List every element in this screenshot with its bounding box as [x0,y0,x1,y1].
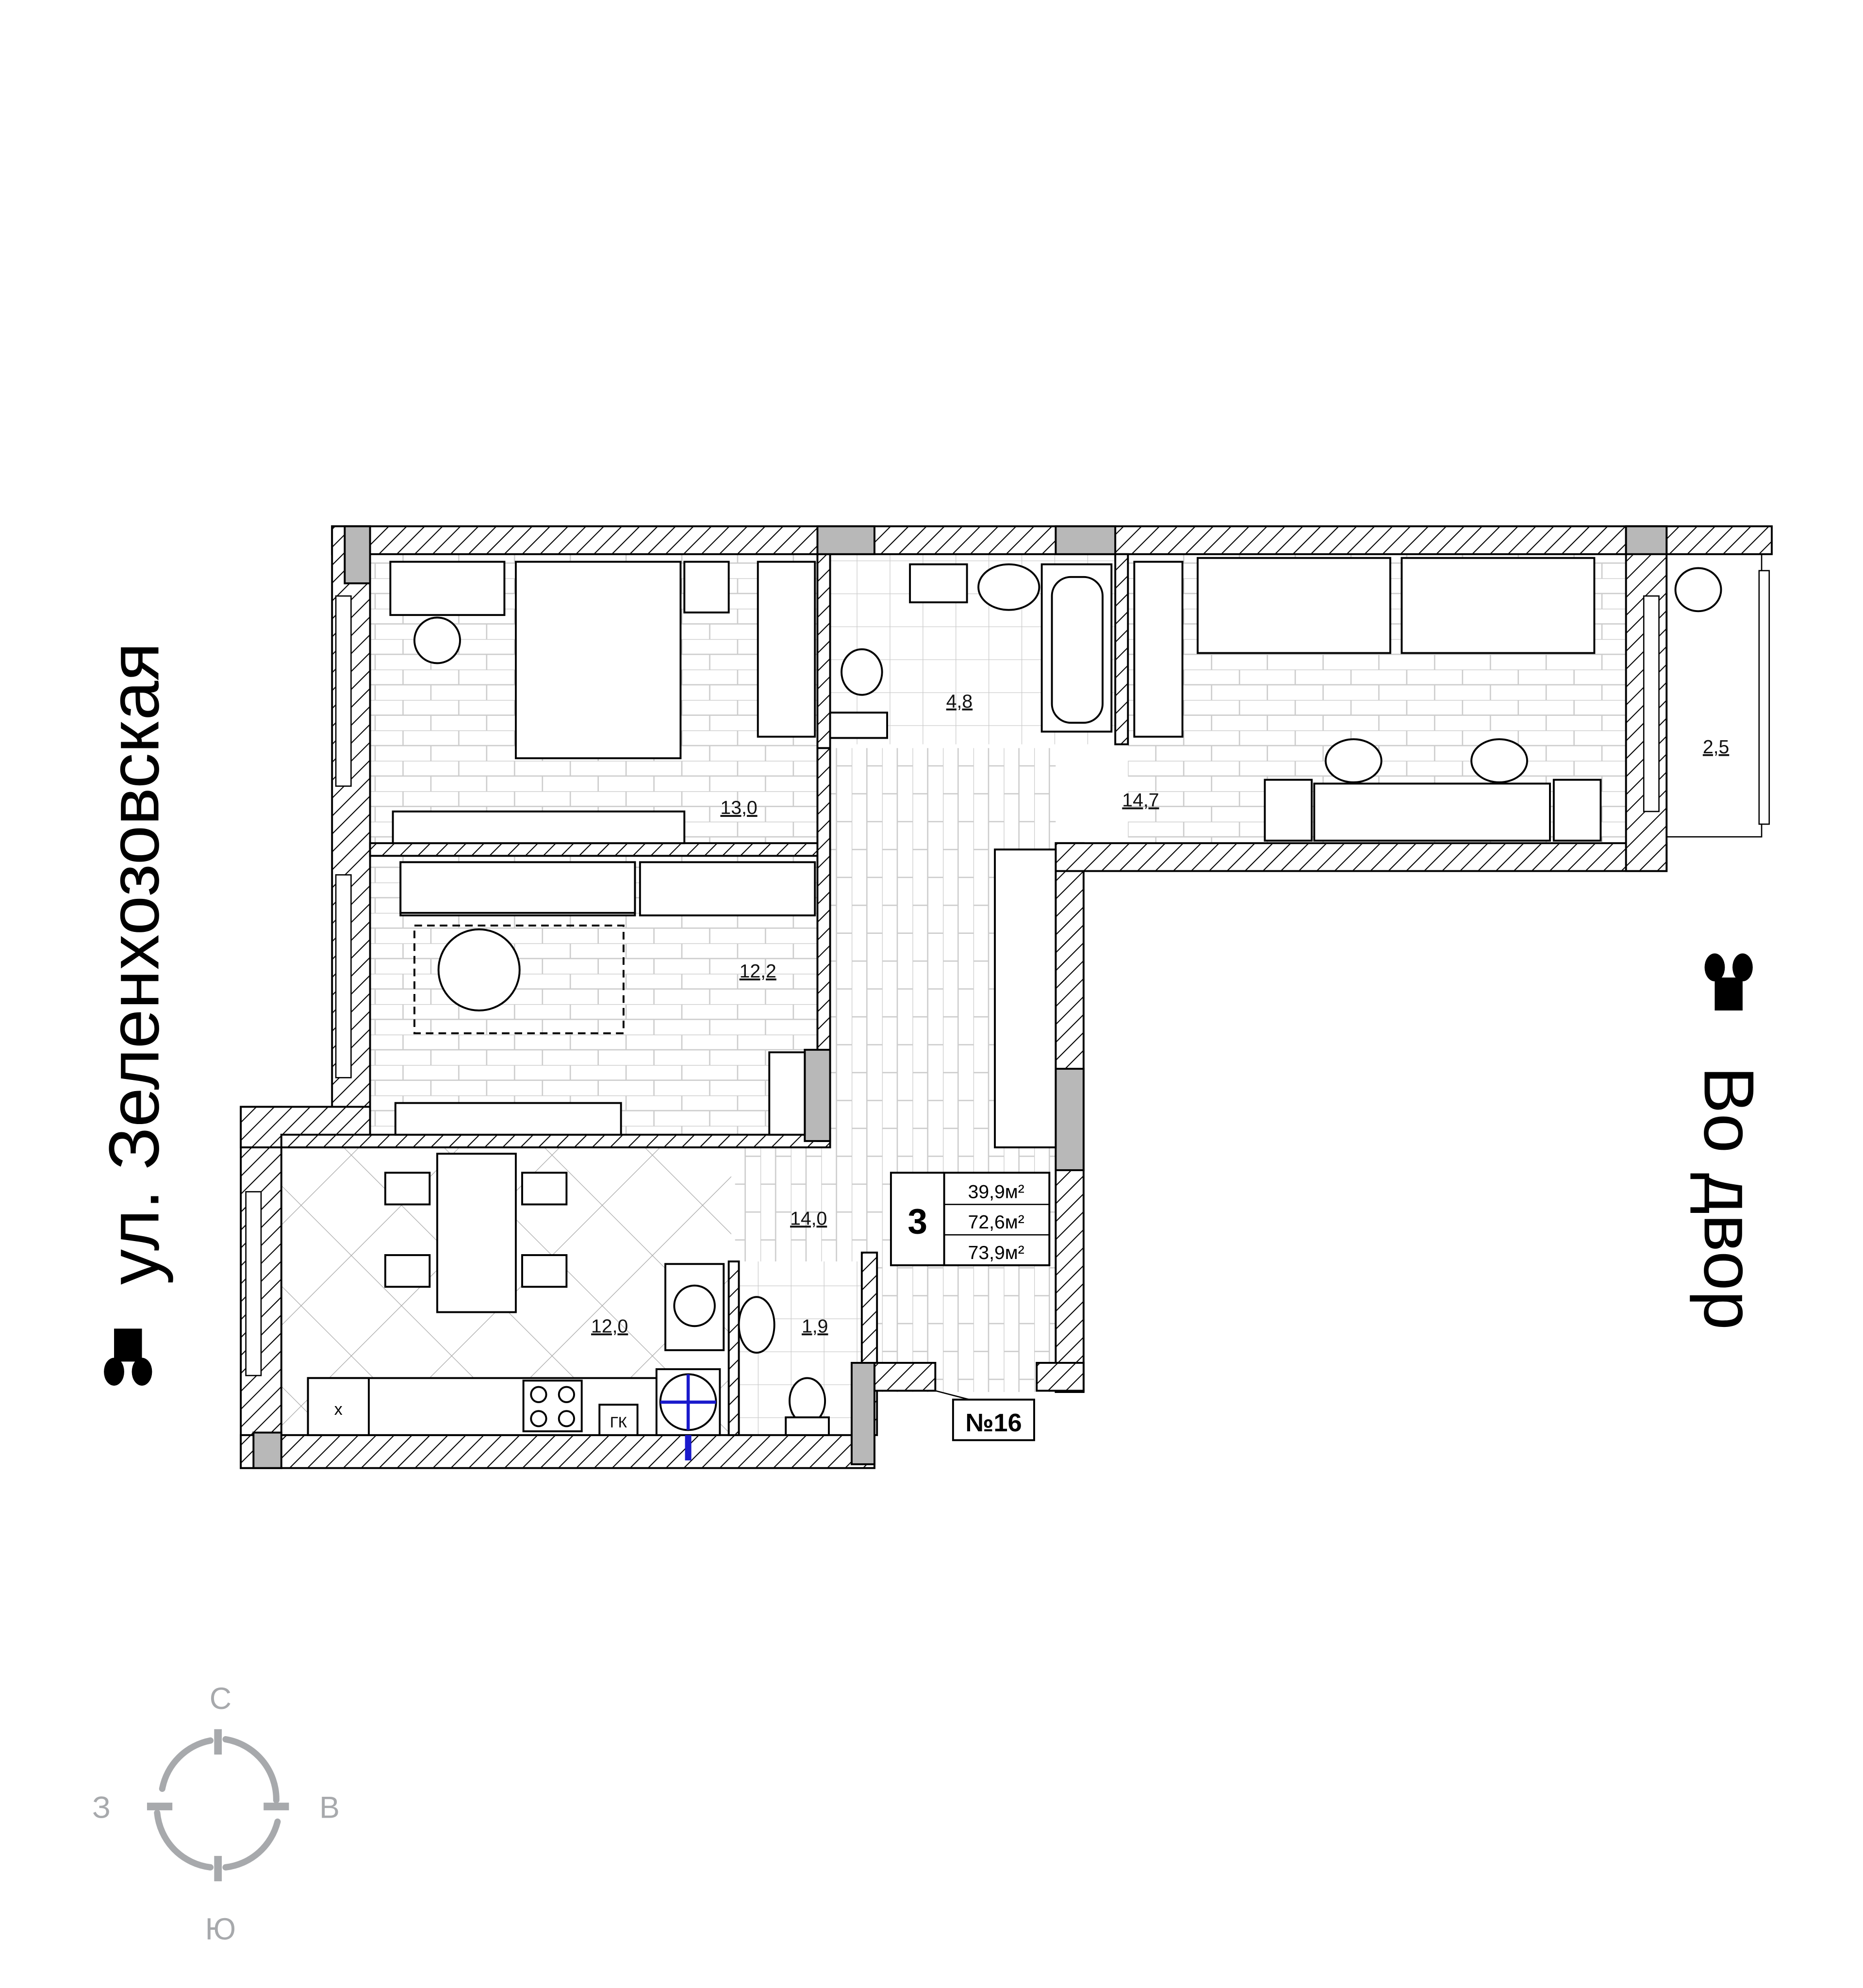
rooms-count: 3 [907,1202,927,1242]
compass-icon [147,1729,289,1882]
apartment-info-box: 3 39,9м² 72,6м² 73,9м² [890,1172,1051,1266]
furniture [307,557,1722,1436]
area-bathroom: 4,8 [946,691,973,712]
compass-south: Ю [205,1912,236,1946]
area-wc: 1,9 [802,1316,828,1337]
windows [245,570,1770,1376]
compass-west: З [92,1791,111,1825]
living-area: 39,9м² [968,1181,1024,1202]
binoculars-icon [1704,953,1753,1011]
gas-pipe [660,1374,716,1461]
apartment-number: №16 [965,1409,1022,1437]
binoculars-icon [104,1328,152,1386]
columns [252,525,1668,1469]
area-bedroom-1: 13,0 [720,797,757,818]
floor-hall-lower [735,1147,830,1262]
boiler-label: ГК [610,1414,627,1431]
courtyard-label: Во двор [1690,1066,1769,1330]
area-balcony: 2,5 [1703,737,1729,758]
compass-east: В [319,1791,340,1825]
area-living-room: 12,2 [740,961,776,982]
area-hallway: 14,0 [790,1208,827,1229]
street-label: ул. Зеленхозовская [94,643,173,1285]
area-bedroom-2: 14,7 [1122,790,1159,811]
area-kitchen: 12,0 [591,1316,628,1337]
apartment-number-box: №16 [935,1390,1035,1441]
total-area: 72,6м² [968,1212,1024,1233]
total-area-with-balcony: 73,9м² [968,1242,1024,1263]
compass-north: С [210,1682,231,1716]
fridge-label: х [334,1400,343,1419]
